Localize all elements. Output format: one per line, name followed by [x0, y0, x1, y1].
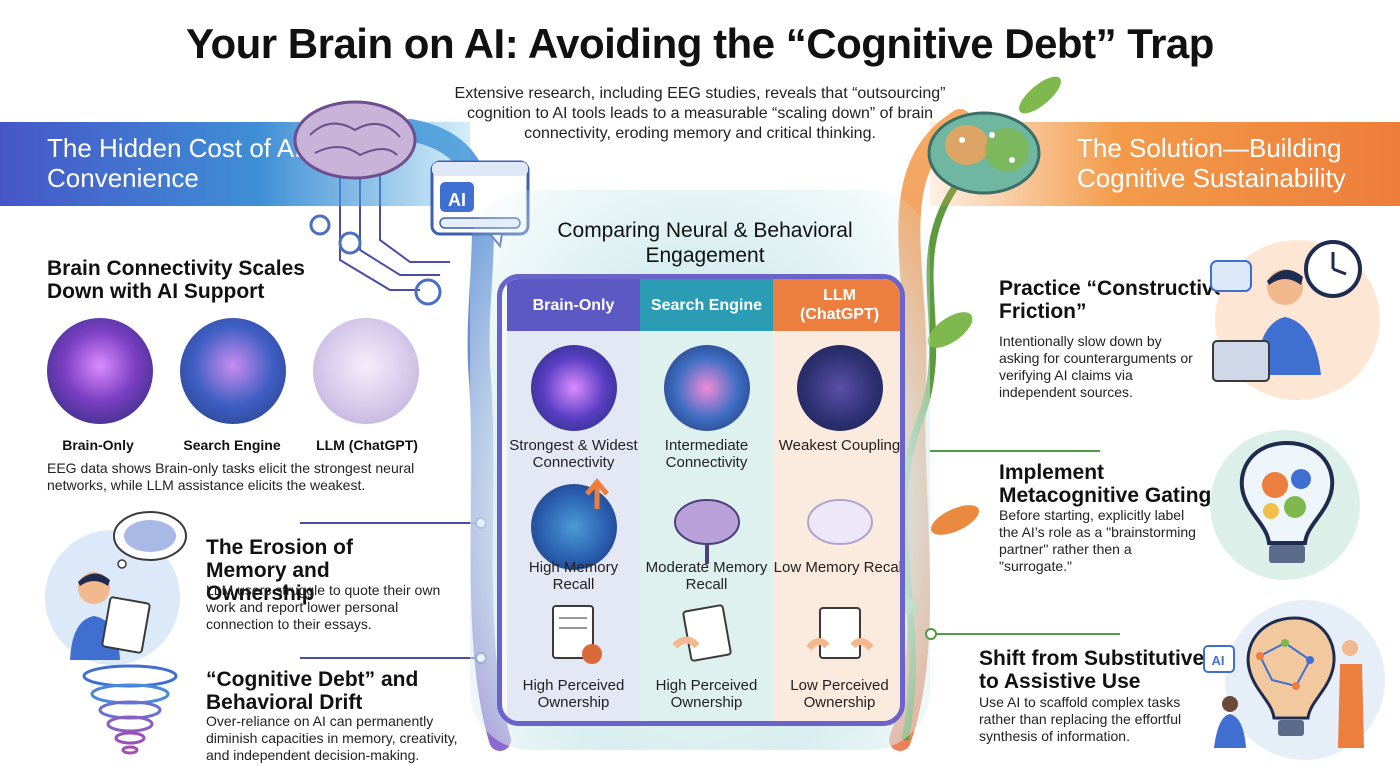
- memory-connector-line: [300, 522, 480, 524]
- memory-title: The Erosion of Memory and Ownership: [206, 536, 353, 605]
- person-with-paper-icon: [70, 572, 151, 660]
- llm-memory: Low Memory Recall: [773, 559, 905, 576]
- growing-brain-icon: [927, 111, 1041, 195]
- debt-title: “Cognitive Debt” and Behavioral Drift: [206, 668, 419, 714]
- shift-body: Use AI to scaffold complex tasks rather …: [979, 694, 1182, 744]
- shift-ai-badge: AI: [1211, 653, 1225, 668]
- gating-body: Before starting, explicitly label the AI…: [999, 507, 1196, 574]
- left-banner-title: The Hidden Cost of AI Convenience: [47, 133, 302, 193]
- column-header-search-engine: Search Engine: [640, 279, 773, 331]
- brain-only-ownership: High Perceived Ownership: [522, 677, 625, 711]
- ai-badge: AI: [448, 190, 466, 210]
- debt-body: Over-reliance on AI can permanently dimi…: [206, 713, 458, 763]
- search-engine-brain-icon: [180, 318, 286, 424]
- shift-connector-dot: [925, 628, 937, 640]
- person-thinking-laptop-icon: [1210, 260, 1321, 382]
- network-medium-icon: [664, 345, 750, 431]
- debt-connector-line: [300, 657, 480, 659]
- connectivity-title: Brain Connectivity Scales Down with AI S…: [47, 257, 305, 303]
- column-header-llm: LLM (ChatGPT): [773, 279, 900, 331]
- caption-search-engine: Search Engine: [183, 437, 281, 453]
- gating-title: Implement Metacognitive Gating: [999, 461, 1212, 507]
- connectivity-body: EEG data shows Brain-only tasks elicit t…: [47, 460, 415, 493]
- team-brain-bulb-icon: [1203, 616, 1364, 748]
- memory-up-brain-icon: [531, 484, 617, 570]
- brain-circuit-icon: [293, 100, 417, 180]
- friction-body: Intentionally slow down by asking for co…: [999, 333, 1193, 400]
- brain-only-memory: High Memory Recall: [528, 559, 619, 593]
- spiral-vortex-icon: [82, 664, 178, 755]
- llm-ownership: Low Perceived Ownership: [790, 677, 889, 711]
- intro-text: Extensive research, including EEG studie…: [454, 85, 946, 142]
- friction-connector-line: [930, 450, 1100, 452]
- network-strong-icon: [531, 345, 617, 431]
- search-ownership: High Perceived Ownership: [655, 677, 758, 711]
- shift-connector-line: [930, 633, 1120, 635]
- comparison-title: Comparing Neural & Behavioral Engagement: [557, 219, 853, 267]
- clock-icon: [1304, 240, 1362, 298]
- caption-brain-only: Brain-Only: [62, 437, 134, 453]
- brain-only-connectivity: Strongest & Widest Connectivity: [509, 437, 638, 471]
- brain-only-brain-icon: [47, 318, 153, 424]
- search-memory: Moderate Memory Recall: [645, 559, 768, 593]
- thought-cloud-icon: [113, 511, 187, 569]
- cell-icon-drawings: [552, 478, 874, 664]
- llm-connectivity: Weakest Coupling: [778, 437, 901, 454]
- lightbulb-gears-icon: [1239, 440, 1335, 563]
- network-weak-icon: [797, 345, 883, 431]
- llm-brain-icon: [313, 318, 419, 424]
- caption-llm: LLM (ChatGPT): [316, 437, 418, 453]
- column-header-brain-only: Brain-Only: [507, 279, 640, 331]
- search-connectivity: Intermediate Connectivity: [664, 437, 749, 471]
- shift-title: Shift from Substitutive to Assistive Use: [979, 647, 1205, 693]
- page-title: Your Brain on AI: Avoiding the “Cognitiv…: [186, 20, 1214, 67]
- right-banner-title: The Solution—Building Cognitive Sustaina…: [1077, 133, 1346, 193]
- memory-body: LLM users struggle to quote their own wo…: [206, 582, 441, 632]
- friction-title: Practice “Constructive Friction”: [999, 277, 1226, 323]
